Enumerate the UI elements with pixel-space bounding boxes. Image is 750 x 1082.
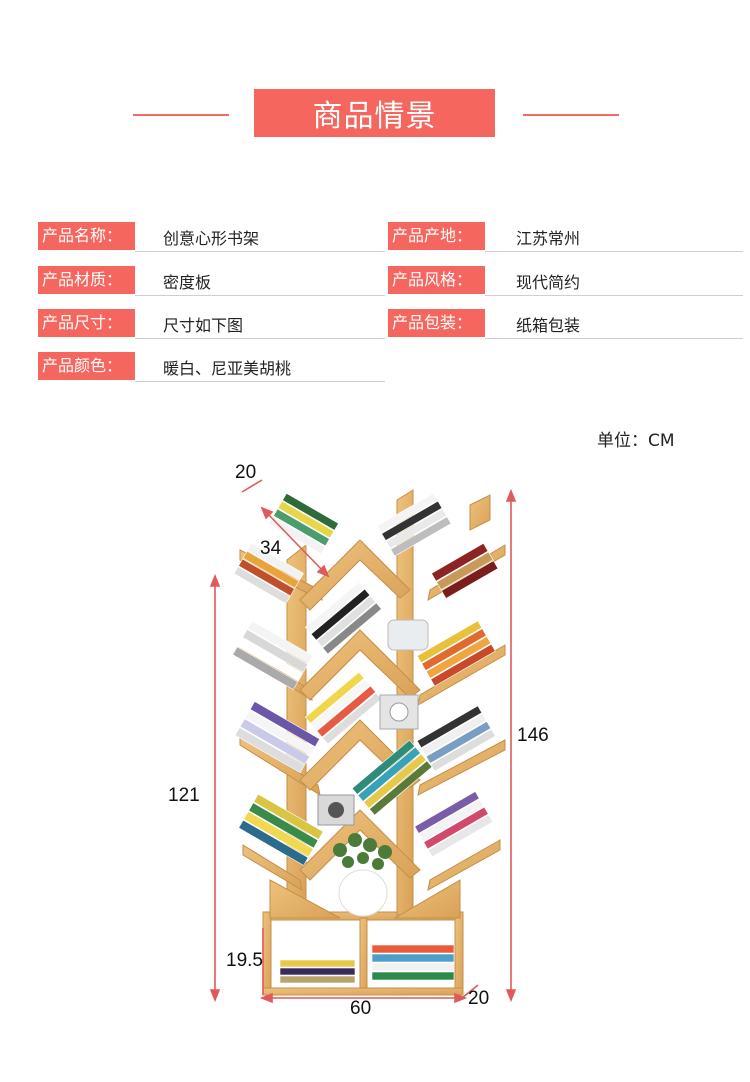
- dimension-base-depth: 20: [468, 988, 490, 1009]
- spec-row-origin: 产品产地： 江苏常州: [388, 222, 744, 253]
- spec-rule: [135, 295, 385, 296]
- spec-value: 现代简约: [516, 273, 581, 292]
- spec-rule: [135, 338, 385, 339]
- unit-label: 单位：CM: [597, 431, 675, 451]
- spec-row-name: 产品名称： 创意心形书架: [38, 222, 388, 253]
- spec-label: 产品材质：: [38, 266, 135, 294]
- spec-row-material: 产品材质： 密度板: [38, 266, 388, 297]
- spec-rule: [485, 338, 743, 339]
- spec-label: 产品颜色：: [38, 352, 135, 380]
- spec-value: 创意心形书架: [163, 229, 260, 248]
- decor: [317, 619, 429, 917]
- spec-value: 江苏常州: [516, 229, 581, 248]
- dimension-total-height: 146: [517, 725, 549, 746]
- spec-value: 纸箱包装: [516, 316, 581, 335]
- title-right-rule: [523, 114, 619, 116]
- spec-label: 产品名称：: [38, 222, 135, 250]
- dimension-base-height: 19.5: [226, 950, 263, 971]
- dimension-shelf-width: 34: [260, 538, 282, 559]
- dimension-left-height: 121: [168, 785, 200, 806]
- title-left-rule: [133, 114, 229, 116]
- section-title: 商品情景: [254, 89, 495, 137]
- spec-label: 产品尺寸：: [38, 309, 135, 337]
- spec-row-packaging: 产品包装： 纸箱包装: [388, 309, 744, 340]
- spec-row-size: 产品尺寸： 尺寸如下图: [38, 309, 388, 340]
- spec-row-style: 产品风格： 现代简约: [388, 266, 744, 297]
- spec-value: 尺寸如下图: [163, 316, 244, 335]
- dimension-top-depth: 20: [235, 462, 257, 483]
- books: [232, 492, 499, 984]
- spec-row-color: 产品颜色： 暖白、尼亚美胡桃: [38, 352, 388, 383]
- spec-rule: [485, 251, 743, 252]
- spec-label: 产品包装：: [388, 309, 485, 337]
- spec-rule: [135, 251, 385, 252]
- spec-rule: [135, 381, 385, 382]
- dimension-lines: [209, 479, 517, 1004]
- bookshelf-illustration: [209, 479, 517, 1004]
- spec-rule: [485, 295, 743, 296]
- section-title-text: 商品情景: [312, 99, 437, 134]
- spec-label: 产品产地：: [388, 222, 485, 250]
- spec-value: 暖白、尼亚美胡桃: [163, 359, 292, 378]
- spec-label: 产品风格：: [388, 266, 485, 294]
- spec-value: 密度板: [163, 273, 212, 292]
- dimension-base-width: 60: [350, 998, 372, 1019]
